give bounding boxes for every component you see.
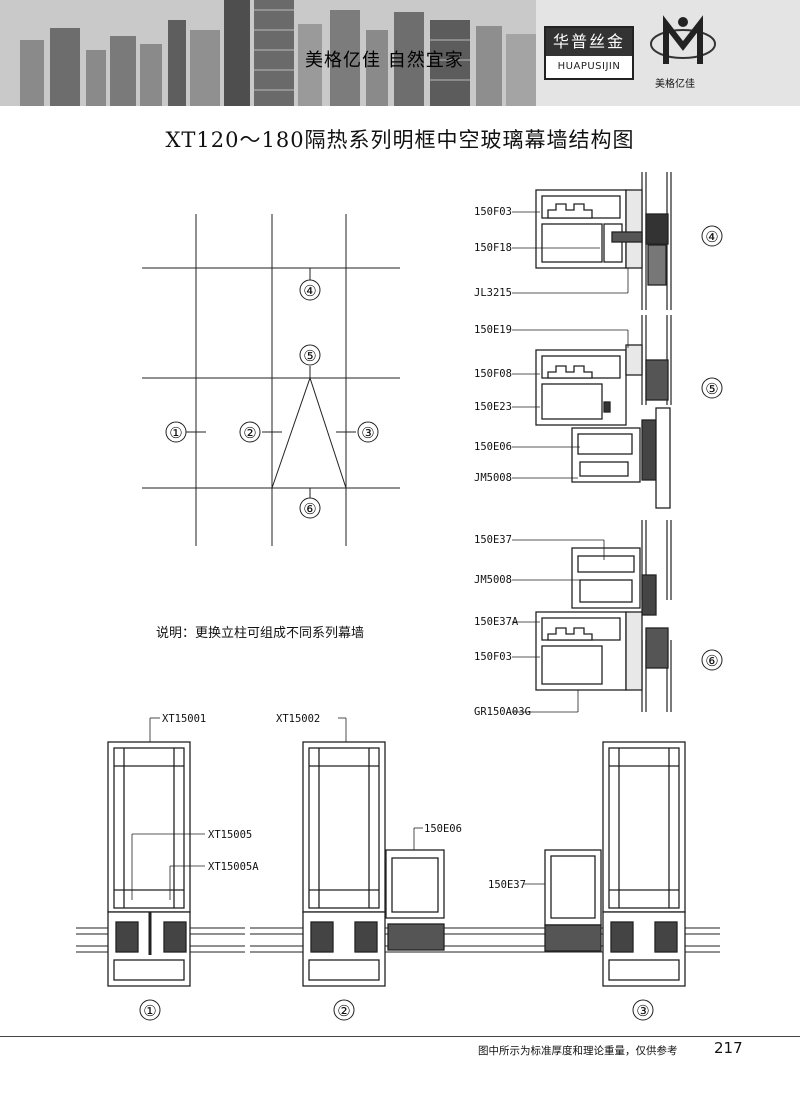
- plan-mullion-3: [544, 741, 686, 987]
- plan-mullion-1: [107, 741, 191, 987]
- header-banner: 美格亿佳 自然宜家 华普丝金 HUAPUSIJIN 美格亿佳: [0, 0, 800, 106]
- svg-text:⑤: ⑤: [303, 347, 316, 365]
- grid-marker-2: ②: [239, 421, 261, 443]
- label-150E37: 150E37: [474, 534, 512, 546]
- bottom-marker-1: ①: [139, 999, 161, 1021]
- label-JM5008-b: JM5008: [474, 574, 512, 586]
- svg-text:②: ②: [243, 424, 256, 442]
- svg-text:⑥: ⑥: [705, 652, 718, 670]
- label-JM5008: JM5008: [474, 472, 512, 484]
- label-150E23: 150E23: [474, 401, 512, 413]
- label-150F03-b: 150F03: [474, 651, 512, 663]
- page-number: 217: [714, 1039, 743, 1057]
- section-4-marker: ④: [701, 225, 723, 247]
- slogan: 美格亿佳 自然宜家: [305, 50, 464, 71]
- grid-marker-3: ③: [357, 421, 379, 443]
- label-150E06-b: 150E06: [424, 823, 462, 835]
- plan-mullion-1-leaders: [131, 717, 205, 900]
- section-6-leaders: [512, 539, 605, 713]
- company-logo-icon: [650, 15, 716, 64]
- section-4-profile: [535, 189, 669, 286]
- footer-divider: [0, 1036, 800, 1037]
- label-150E37-b: 150E37: [488, 879, 526, 891]
- grid-marker-6: ⑥: [299, 497, 321, 519]
- svg-text:④: ④: [705, 228, 718, 246]
- section-5-marker: ⑤: [701, 377, 723, 399]
- label-XT15001: XT15001: [162, 713, 206, 725]
- plan-mullion-2-leaders: [338, 717, 423, 850]
- label-150E06: 150E06: [474, 441, 512, 453]
- svg-text:③: ③: [636, 1002, 649, 1020]
- brand-english-name: HUAPUSIJIN: [557, 61, 621, 72]
- label-150F08: 150F08: [474, 368, 512, 380]
- grid-marker-5: ⑤: [299, 344, 321, 366]
- bottom-marker-3: ③: [632, 999, 654, 1021]
- brand-chinese-name: 华普丝金: [546, 28, 632, 56]
- svg-text:②: ②: [337, 1002, 350, 1020]
- footer-disclaimer: 图中所示为标准厚度和理论重量，仅供参考: [478, 1045, 678, 1057]
- svg-text:⑥: ⑥: [303, 500, 316, 518]
- svg-text:③: ③: [361, 424, 374, 442]
- svg-text:①: ①: [143, 1002, 156, 1020]
- label-JL3215: JL3215: [474, 287, 512, 299]
- label-150F03: 150F03: [474, 206, 512, 218]
- label-XT15002: XT15002: [276, 713, 320, 725]
- grid-marker-1: ①: [165, 421, 187, 443]
- svg-text:①: ①: [169, 424, 182, 442]
- note-text: 说明：更换立柱可组成不同系列幕墙: [156, 626, 365, 641]
- elevation-grid: [142, 214, 400, 546]
- section-5-profile: [535, 344, 671, 509]
- label-XT15005A: XT15005A: [208, 861, 259, 873]
- label-XT15005: XT15005: [208, 829, 252, 841]
- svg-text:⑤: ⑤: [705, 380, 718, 398]
- section-4-leaders: [512, 211, 629, 294]
- plan-mullion-2: [302, 741, 445, 987]
- grid-marker-4: ④: [299, 279, 321, 301]
- logo-caption: 美格亿佳: [655, 79, 695, 90]
- section-6-marker: ⑥: [701, 649, 723, 671]
- bottom-marker-2: ②: [333, 999, 355, 1021]
- label-150E19: 150E19: [474, 324, 512, 336]
- section-6-profile: [535, 547, 669, 691]
- label-150F18: 150F18: [474, 242, 512, 254]
- label-GR150A03G: GR150A03G: [474, 706, 531, 718]
- svg-text:④: ④: [303, 282, 316, 300]
- label-150E37A: 150E37A: [474, 616, 519, 628]
- brand-logo-box: 华普丝金 HUAPUSIJIN: [544, 26, 634, 80]
- page-title: XT120～180隔热系列明框中空玻璃幕墙结构图: [165, 128, 635, 152]
- section-5-leaders: [512, 329, 629, 479]
